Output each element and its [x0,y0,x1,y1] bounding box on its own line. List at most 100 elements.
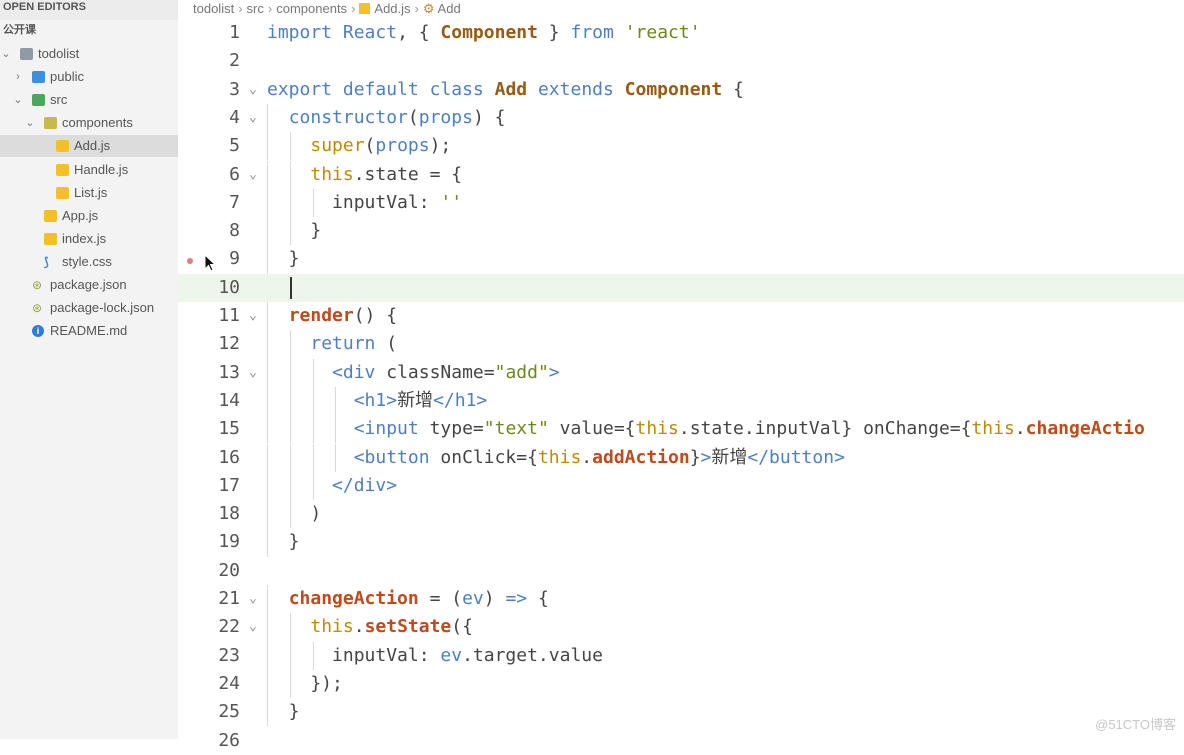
code-text: } [267,531,300,553]
code-line[interactable]: 10 [178,273,1184,302]
indent-guide [312,188,314,218]
code-line[interactable]: 16 <button onClick={this.addAction}>新增</… [178,443,1184,472]
line-number: 4 [229,106,240,128]
js-file-icon [56,163,69,176]
chevron-right-icon: › [238,1,243,16]
code-text: <button onClick={this.addAction}>新增</but… [353,446,845,468]
line-number: 2 [229,50,240,72]
fold-chevron-icon[interactable]: ⌄ [249,81,257,97]
tree-item[interactable]: List.js [0,182,178,204]
tree-item[interactable]: ⌄todolist [0,43,178,65]
tree-item[interactable]: index.js [0,228,178,250]
chevron-right-icon: › [414,1,419,16]
line-number: 3 [229,78,240,100]
chevron-right-icon[interactable]: › [16,71,20,84]
breadcrumb-todolist[interactable]: todolist [193,1,235,16]
line-number: 6 [229,163,240,185]
code-line[interactable]: 14 <h1>新增</h1> [178,386,1184,416]
indent-guide [289,641,291,670]
fold-chevron-icon[interactable]: ⌄ [249,166,257,182]
indent-guide [267,641,268,670]
code-text: export default class Add extends Compone… [267,78,744,100]
indent-guide [267,160,268,189]
tree-item[interactable]: › public [0,66,178,88]
tree-item[interactable]: ⊛package.json [0,274,178,296]
code-line[interactable]: 9 } [178,245,1184,274]
js-file-icon [56,186,69,199]
code-line[interactable]: 23 inputVal: ev.target.value [178,641,1184,670]
indent-guide [267,528,268,557]
tree-item[interactable]: ⌄components [0,112,178,134]
fold-chevron-icon[interactable]: ⌄ [249,364,257,380]
code-line[interactable]: 22⌄ this.setState({ [178,613,1184,642]
code-line[interactable]: 25 } [178,698,1184,727]
info-icon: i [32,325,44,338]
indent-guide [267,500,268,529]
code-line[interactable]: 24 }); [178,669,1184,699]
chevron-down-icon[interactable]: ⌄ [13,94,23,107]
indent-guide [267,669,268,699]
tree-item-label: public [50,69,84,85]
code-line[interactable]: 8 } [178,217,1184,246]
fold-chevron-icon[interactable]: ⌄ [249,308,257,323]
code-line[interactable]: 12 return ( [178,330,1184,359]
code-text: this.state = { [310,163,463,185]
code-line[interactable]: 26 [178,727,1184,755]
fold-chevron-icon[interactable]: ⌄ [249,591,257,606]
line-number: 10 [218,276,240,298]
code-line[interactable]: 3 ⌄ export default class Add extends Compo… [178,76,1184,104]
code-line[interactable]: 6 ⌄ this.state = { [178,160,1184,189]
indent-guide [289,217,291,246]
fold-chevron-icon[interactable]: ⌄ [249,619,257,635]
code-line[interactable]: 2 [178,47,1184,75]
code-line[interactable]: 15 <input type="text" value={this.state.… [178,415,1184,444]
code-line[interactable]: 18 ) [178,500,1184,529]
tree-item[interactable]: App.js [0,205,178,227]
js-file-icon [56,140,69,153]
breakpoint-dot[interactable] [187,258,193,264]
code-text: </div> [332,474,398,496]
code-line[interactable]: 19 } [178,528,1184,557]
tree-item[interactable]: Handle.js [0,159,178,181]
tree-item[interactable]: ⌄src [0,89,178,111]
explorer-sidebar: OPEN EDITORS 公开课 ⌄todolist › public ⌄src⌄co… [0,0,178,739]
indent-guide [312,443,314,472]
code-line[interactable]: 5 super(props); [178,132,1184,161]
breadcrumb-symbol[interactable]: Add [437,1,461,16]
indent-guide [267,217,268,246]
fold-chevron-icon[interactable]: ⌄ [249,109,257,125]
line-number: 25 [218,701,240,723]
tree-item-label: index.js [62,230,107,246]
tree-item[interactable]: Add.js [0,135,178,158]
chevron-down-icon[interactable]: ⌄ [25,117,35,130]
line-number: 24 [218,672,240,694]
code-line[interactable]: 7 inputVal: '' [178,188,1184,218]
tree-item[interactable]: ⊛package-lock.json [0,297,178,319]
tree-item[interactable]: ⟆style.css [0,251,178,273]
code-line[interactable]: 20 [178,557,1184,585]
open-editors-header[interactable]: OPEN EDITORS [0,0,178,20]
breadcrumb-components[interactable]: components [276,1,348,16]
breadcrumb-src[interactable]: src [246,1,264,16]
breadcrumb-file[interactable]: Add.js [374,1,411,16]
code-line[interactable]: 11⌄ render() { [178,302,1184,331]
line-number: 7 [229,191,240,213]
indent-guide [267,302,268,331]
workspace-header[interactable]: 公开课 [3,24,36,36]
chevron-right-icon: › [267,1,273,16]
indent-guide [267,585,268,614]
code-line[interactable]: 4⌄ constructor(props) { [178,103,1184,133]
line-number: 9 [229,248,240,270]
chevron-down-icon[interactable]: ⌄ [1,48,11,60]
code-line[interactable]: 21⌄ changeAction = (ev) => { [178,585,1184,614]
chevron-right-icon: › [351,1,356,16]
line-number: 20 [218,559,240,581]
indent-guide [289,358,291,387]
code-line[interactable]: 17 </div> [178,471,1184,501]
line-number: 14 [218,389,240,411]
code-line[interactable]: 13⌄ <div className="add"> [178,358,1184,387]
line-number: 5 [229,135,240,157]
